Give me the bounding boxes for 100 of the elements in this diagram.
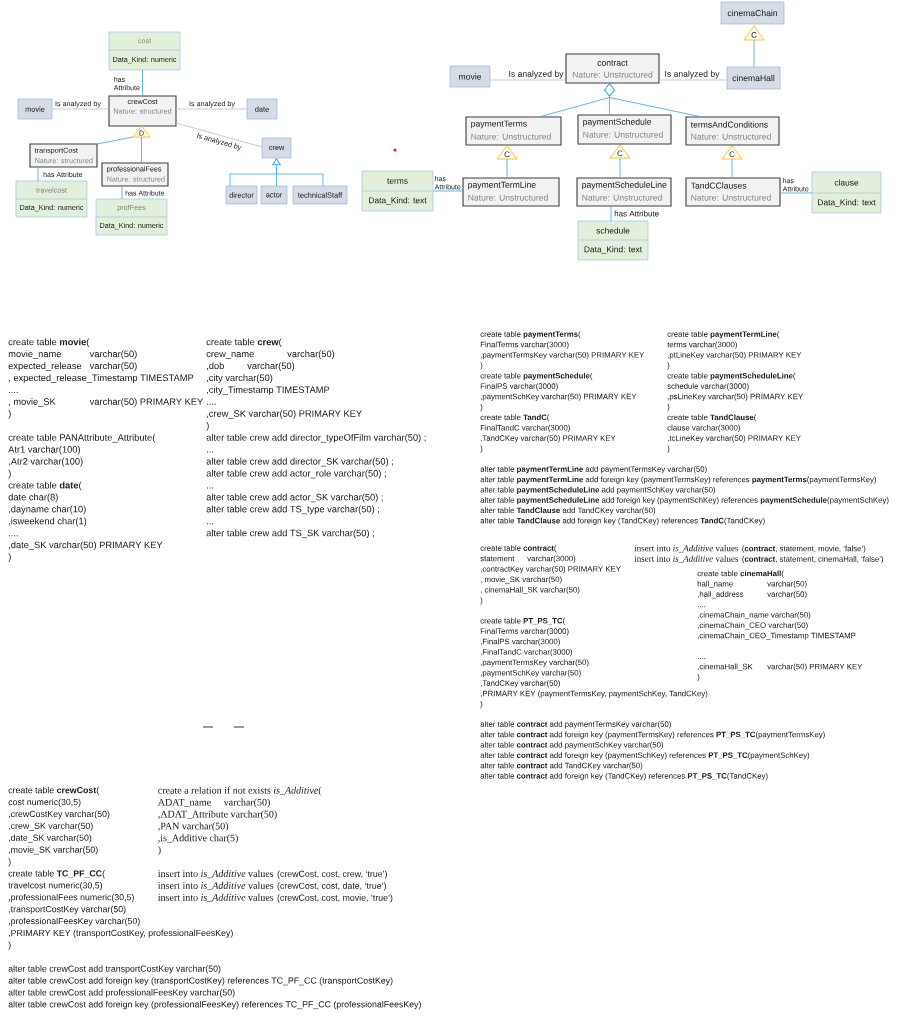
code-line: insert into is_Additive values xyxy=(634,555,739,563)
code-line: (crewCost, cost, date, ‘true’) xyxy=(277,882,386,891)
code-line: create table crewCost( xyxy=(8,786,100,795)
code-line: alter table crew add director_SK varchar(50) ; xyxy=(206,457,393,467)
connector-line xyxy=(753,39,755,68)
code-line: ... xyxy=(207,523,214,525)
code-line: alter table crewCost add foreign key (transportCostKey) references TC_PF_CC (transportCostKey) xyxy=(8,977,393,986)
code-line: insert into is_Additive values xyxy=(634,545,739,553)
code-line: ,city_Timestamp TIMESTAMP xyxy=(207,386,330,395)
code-line: alter table crew add actor_SK varchar(50) ; xyxy=(206,493,383,503)
attribute-box: schedule Data_Kind: text xyxy=(577,220,649,261)
code-line: ,professionalFees numeric(30,5) xyxy=(9,893,134,903)
code-line: ,professionalFeesKey varchar(50) xyxy=(9,917,140,926)
code-line: create table date( xyxy=(8,481,82,491)
code-line: .... xyxy=(9,391,18,393)
code-line: crew_name xyxy=(206,352,254,359)
code-line: ,PRIMARY KEY (transportCostKey, professionalFeesKey) xyxy=(9,929,233,938)
code-line: alter table crew add director_typeOfFilm varchar(50) ; xyxy=(206,433,426,443)
code-line: (crewCost, cost, crew, ‘true’) xyxy=(277,870,387,879)
code-line: create table PANAttribute_Attribute( xyxy=(8,433,156,443)
code-line: ,movie_SK varchar(50) xyxy=(9,846,98,855)
code-line: create table TC_PF_CC( xyxy=(8,870,105,879)
code-line: ) xyxy=(8,941,11,950)
code-line: ,transportCostKey varchar(50) xyxy=(9,905,126,914)
code-line: ) xyxy=(8,858,11,867)
connector-line xyxy=(51,108,110,110)
entity-box: cinemaHall xyxy=(726,66,781,90)
entity-box: movie xyxy=(449,65,491,88)
constraint-triangle: C xyxy=(721,145,743,160)
constraint-triangle: C xyxy=(609,144,631,159)
code-line: varchar(50) xyxy=(287,350,335,359)
code-line: , movie_SK xyxy=(9,398,56,407)
code-line: insert into is_Additive values xyxy=(158,893,274,902)
code-line: varchar(50) xyxy=(89,350,137,359)
class-box: TandCClauses Nature: Unstructured xyxy=(685,177,781,207)
code-line: ) xyxy=(206,422,209,431)
code-line: ,ADAT_Attribute varchar(50) xyxy=(158,810,277,820)
connector-line xyxy=(141,136,142,164)
class-box: contract Nature: Unstructured xyxy=(565,53,660,84)
class-box: paymentTerms Nature: Unstructured xyxy=(465,116,562,146)
code-line: ) xyxy=(8,553,11,562)
code-line: ,date_SK varchar(50) PRIMARY KEY xyxy=(9,541,163,551)
code-line: create table crew( xyxy=(206,338,282,348)
code-line: alter table crew add actor_role varchar(50) ; xyxy=(206,469,386,479)
code-line: ,dob xyxy=(207,362,224,371)
code-line: .... xyxy=(9,535,18,537)
connector-line xyxy=(779,192,813,194)
code-line: create a relation if not exists is_Additive( xyxy=(158,786,322,796)
connector-line xyxy=(432,190,464,192)
code-line: ) xyxy=(158,846,161,856)
code-line: ,crewCostKey varchar(50) xyxy=(9,810,110,819)
attribute-box: terms Data_Kind: text xyxy=(361,170,434,212)
code-line: (crewCost, cost, movie, ‘true’) xyxy=(277,894,393,903)
code-line: alter table crew add TS_type varchar(50) ; xyxy=(206,505,379,515)
code-line: varchar(50) xyxy=(89,362,137,371)
code-line: alter table crewCost add foreign key (professionalFeesKey) references TC_PF_CC (professionalFeesKey) xyxy=(8,1001,421,1010)
code-line: date char(8) xyxy=(8,493,58,503)
code-line: varchar(50) PRIMARY KEY xyxy=(89,398,203,407)
connector-line xyxy=(121,185,123,200)
code-line: expected_release xyxy=(8,362,82,371)
attribute-box: clause Data_Kind: text xyxy=(811,171,882,214)
entity-box: cinemaChain xyxy=(720,1,785,25)
class-box: paymentScheduleLine Nature: Unstructured xyxy=(576,177,672,207)
code-line: ADAT_name xyxy=(157,798,211,807)
connector-line xyxy=(619,157,621,179)
code-line: ) xyxy=(8,469,11,479)
code-line: Atr1 varchar(100) xyxy=(8,445,80,455)
constraint-triangle: C xyxy=(743,25,765,41)
connector-line xyxy=(37,166,39,182)
class-box: paymentSchedule Nature: Unstructured xyxy=(577,114,672,145)
connector-line xyxy=(96,136,134,145)
edge-label: Is analyzed by xyxy=(665,70,720,79)
connector-line xyxy=(506,158,508,179)
code-line: ,crew_SK varchar(50) PRIMARY KEY xyxy=(207,410,362,419)
code-line: , expected_release_Timestamp TIMESTAMP xyxy=(9,374,194,383)
diamond-connector xyxy=(604,83,703,118)
connector-line xyxy=(658,79,728,81)
class-box: paymentTermLine Nature: Unstructured xyxy=(462,177,560,207)
constraint-triangle: C xyxy=(496,145,518,160)
code-line: ,is_Additive char(5) xyxy=(158,834,238,844)
code-line: varchar(50) xyxy=(247,362,295,371)
code-line: ,dayname char(10) xyxy=(9,505,86,515)
code-line: .... xyxy=(207,403,216,405)
code-line: ,crew_SK varchar(50) xyxy=(9,822,93,831)
code-line: ) xyxy=(8,410,11,419)
edge-label: has Attribute xyxy=(614,210,659,217)
connector-line xyxy=(142,69,143,97)
code-line: ,date_SK varchar(50) xyxy=(9,834,92,843)
code-line: travelcost numeric(30,5) xyxy=(8,882,102,891)
code-line: alter table crewCost add transportCostKey varchar(50) xyxy=(8,965,221,974)
edge-label: Is analyzed by xyxy=(509,70,564,79)
connector-line xyxy=(610,205,612,222)
code-line: alter table crewCost add professionalFeesKey varchar(50) xyxy=(8,989,235,998)
connector-line xyxy=(175,122,263,148)
code-line: varchar(50) xyxy=(223,798,270,808)
code-line: insert into is_Additive values xyxy=(158,881,274,891)
code-line: ,PAN varchar(50) xyxy=(158,822,229,832)
code-line: ... xyxy=(207,451,214,453)
code-line: cost numeric(30,5) xyxy=(8,798,81,807)
class-box: termsAndConditions Nature: Unstructured xyxy=(685,116,780,146)
